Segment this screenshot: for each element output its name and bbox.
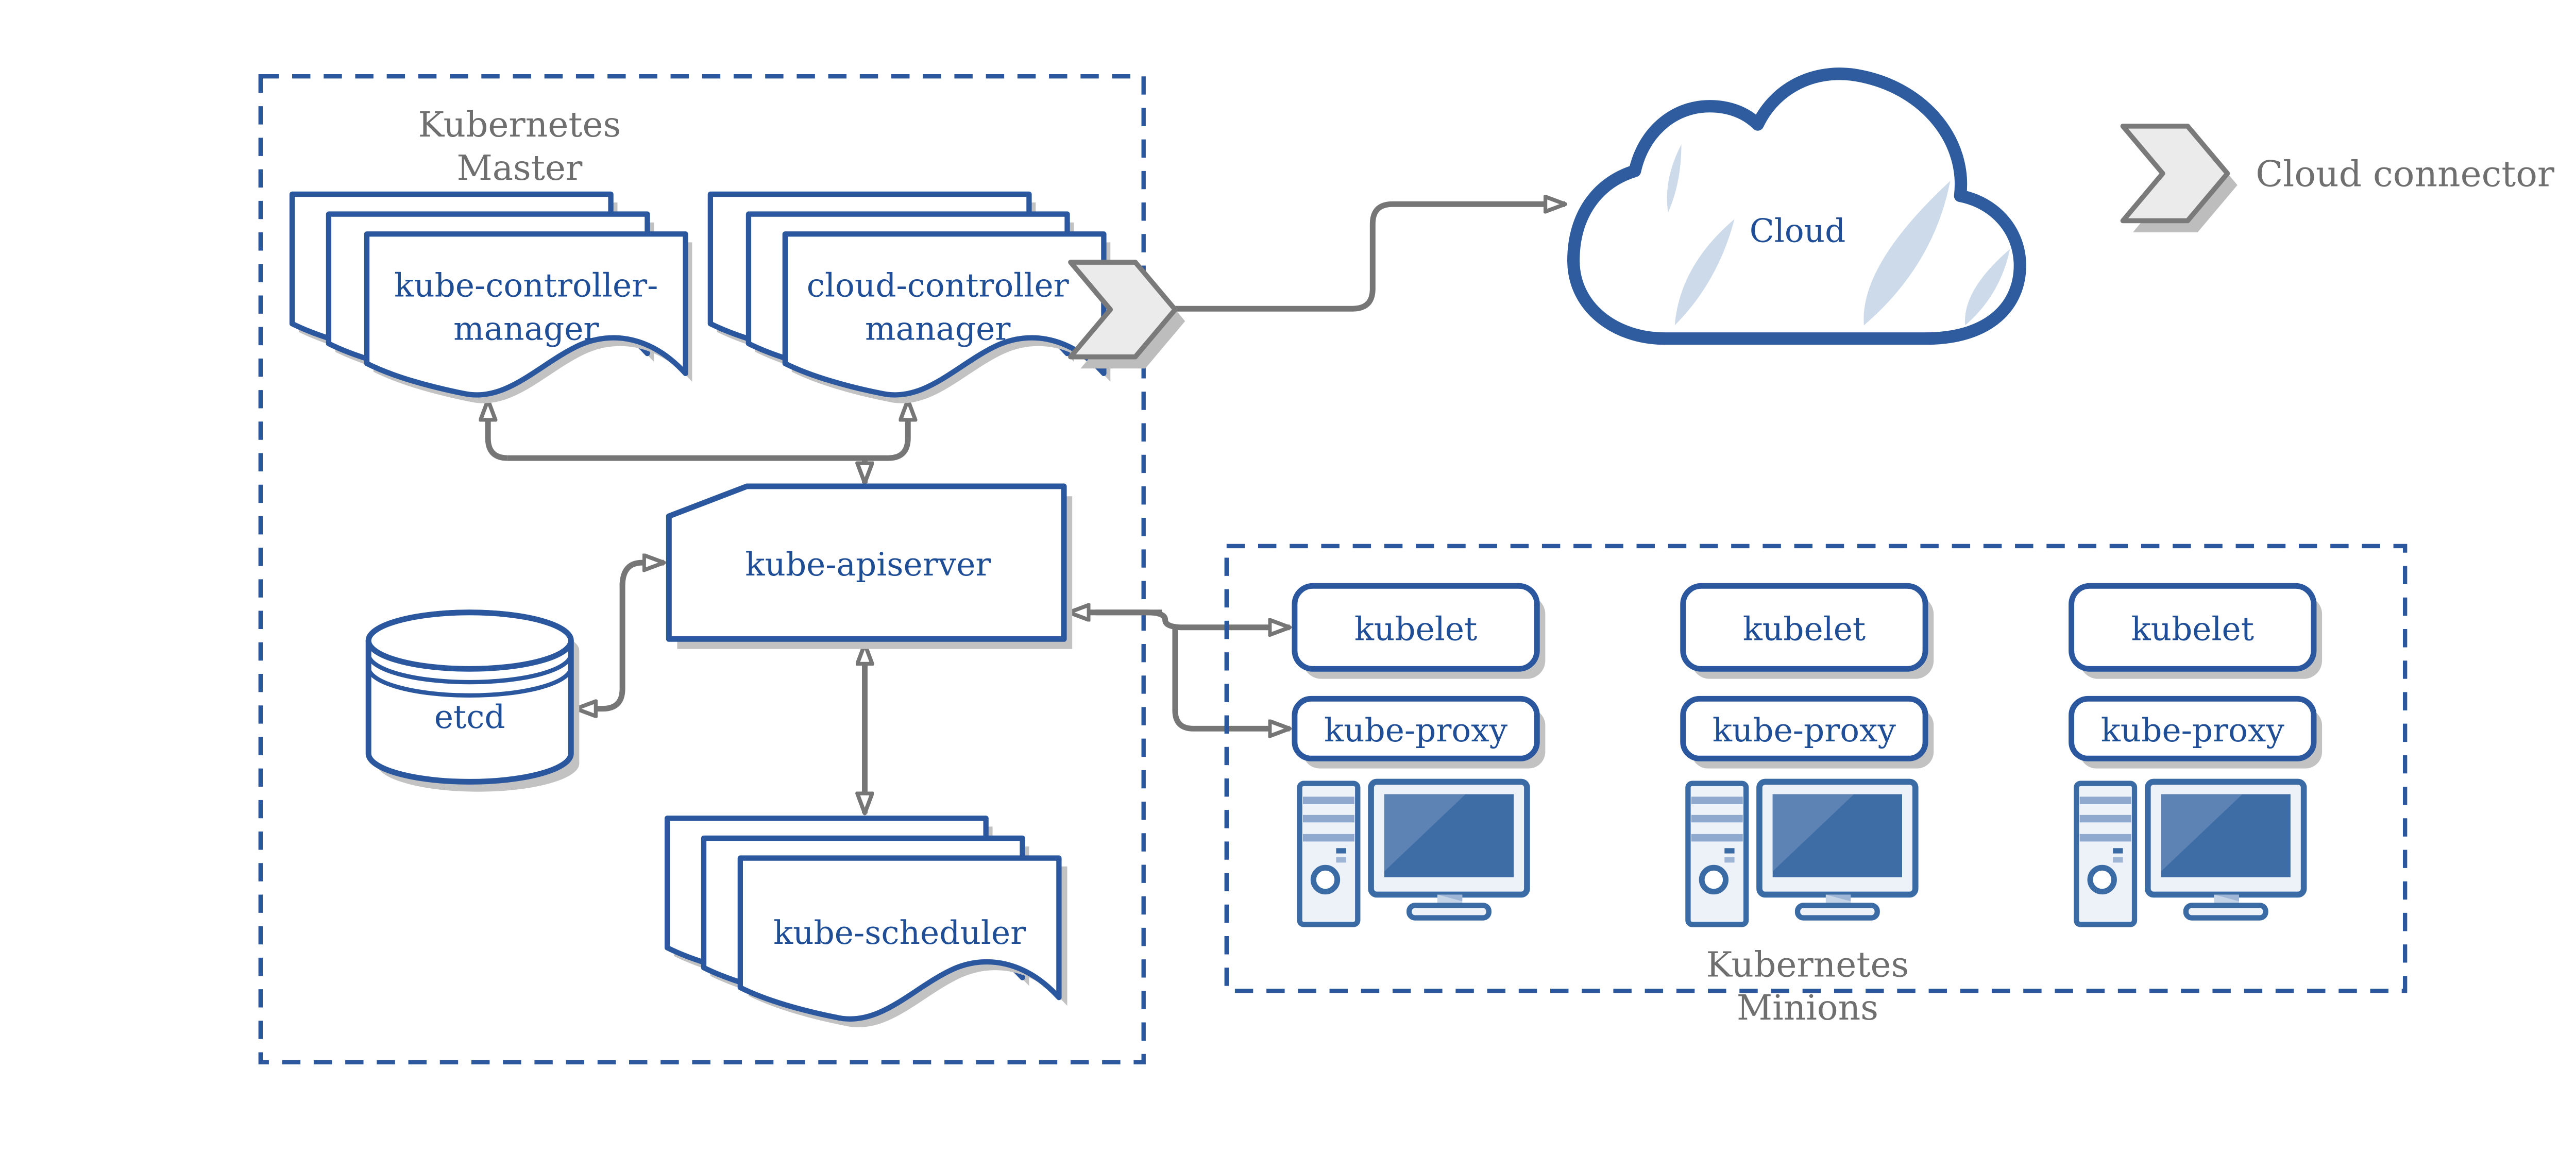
cloud-shape (1567, 67, 2026, 345)
kubelet-label: kubelet (1354, 610, 1477, 648)
etcd-label: etcd (434, 698, 505, 736)
kubelet-label: kubelet (2131, 610, 2254, 648)
cloud-label: Cloud (1750, 212, 1846, 249)
kube-proxy-label: kube-proxy (2101, 711, 2285, 749)
kubernetes-minions-label-line2: Minions (1737, 987, 1878, 1028)
cloud-shading (1863, 181, 1951, 326)
kubelet-box (1680, 583, 1928, 672)
arrow-apiserver-to-kube-proxy (1172, 627, 1290, 729)
minion-node-1: kubelet kube-proxy (1292, 583, 1546, 924)
cloud-node: Cloud (1567, 67, 2026, 345)
etcd-node: etcd (365, 609, 580, 792)
kube-controller-manager-label-line2: manager (453, 310, 599, 347)
cloud-shading (1667, 144, 1682, 213)
kube-scheduler-label: kube-scheduler (773, 914, 1026, 952)
kube-controller-manager-node: kube-controller- manager (292, 194, 692, 403)
minion-node-3: kubelet kube-proxy (2069, 583, 2323, 924)
kube-proxy-box (1680, 696, 1928, 761)
kube-apiserver-label: kube-apiserver (745, 546, 991, 583)
kubernetes-minions-boundary (1224, 544, 2408, 993)
cloud-controller-manager-label-line2: manager (865, 310, 1011, 347)
cloud-controller-manager-node: cloud-controller manager (710, 194, 1111, 403)
cloud-shading (1674, 219, 1735, 326)
kubernetes-master-boundary (258, 74, 1146, 1065)
cloud-shading (1965, 249, 2010, 326)
kube-controller-manager-label-line1: kube-controller- (394, 267, 658, 304)
arrow-apiserver-to-kube-controller-manager (488, 400, 509, 461)
arrow-apiserver-to-etcd (576, 582, 625, 709)
arrow-etcd-to-apiserver (619, 563, 664, 586)
arrow-apiserver-to-cloud-controller-manager (507, 400, 908, 461)
kube-proxy-box (1292, 696, 1540, 761)
kubernetes-architecture-diagram: Kubernetes Master kube-controller- manag… (258, 67, 2555, 1065)
kubelet-box (1292, 583, 1540, 672)
kube-proxy-box (2069, 696, 2317, 761)
kubernetes-minions-label-line1: Kubernetes (1706, 944, 1909, 985)
kubelet-label: kubelet (1743, 610, 1866, 648)
card-shape (666, 483, 1067, 642)
arrow-apiserver-to-kubelet (1095, 609, 1290, 628)
kube-proxy-label: kube-proxy (1324, 711, 1508, 749)
cloud-connector-legend-label: Cloud connector (2256, 154, 2555, 195)
kubelet-box (2069, 583, 2317, 672)
kubernetes-master-label-line1: Kubernetes (418, 104, 621, 145)
kube-apiserver-node: kube-apiserver (666, 483, 1073, 649)
minion-node-2: kubelet kube-proxy (1680, 583, 1934, 924)
kubernetes-master-label-line2: Master (456, 147, 583, 188)
legend: Cloud connector (2123, 126, 2555, 233)
arrow-ccm-to-cloud (1172, 204, 1565, 312)
kube-proxy-label: kube-proxy (1713, 711, 1896, 749)
cloud-controller-manager-label-line1: cloud-controller (807, 267, 1070, 304)
kube-scheduler-node: kube-scheduler (667, 818, 1067, 1028)
